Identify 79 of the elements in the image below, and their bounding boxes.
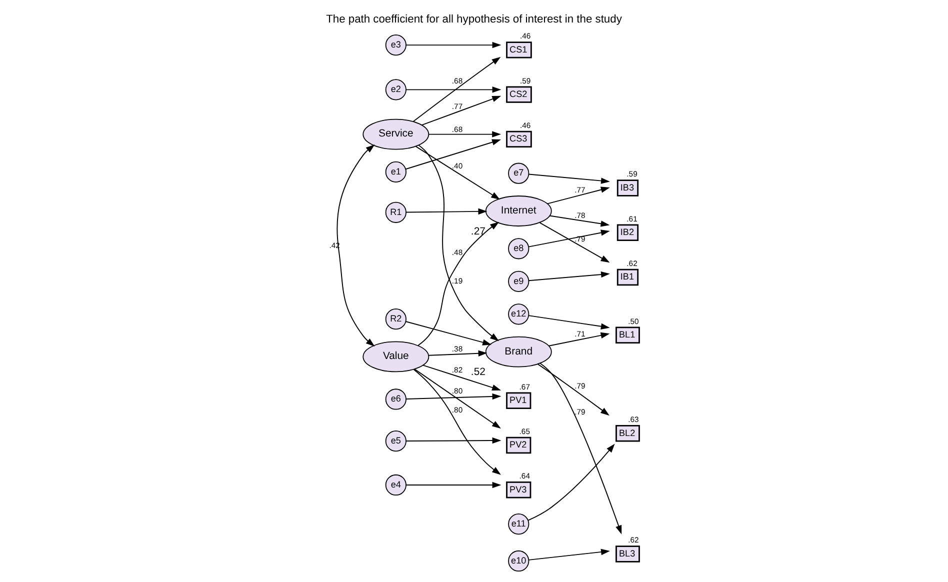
node-circle: e6 xyxy=(385,388,406,410)
arrow xyxy=(406,482,502,488)
arrow xyxy=(418,144,499,342)
edge-label: .79 xyxy=(574,407,586,416)
node-circle: e12 xyxy=(508,304,530,325)
arrow xyxy=(528,444,615,521)
edge-label: .78 xyxy=(574,210,586,220)
arrow xyxy=(406,86,502,93)
arrow xyxy=(415,146,500,200)
node-circle: e4 xyxy=(385,474,406,496)
arrow xyxy=(414,368,501,429)
arrow xyxy=(421,96,502,126)
edge-label: .19 xyxy=(452,276,463,286)
arrow xyxy=(528,230,610,248)
arrow xyxy=(422,364,502,391)
node-label: .50 xyxy=(628,316,639,326)
node-label: .63 xyxy=(628,415,639,424)
diagram-title: The path coefficient for all hypothesis of interest in the study xyxy=(326,14,622,26)
node-circle: e5 xyxy=(385,430,406,452)
arrow xyxy=(406,393,502,400)
arrow xyxy=(537,364,610,416)
edge-label: .77 xyxy=(452,102,463,112)
arrow xyxy=(548,332,610,346)
arrow xyxy=(428,350,488,357)
node-label: .65 xyxy=(519,426,530,436)
arrow xyxy=(540,362,622,534)
arrow xyxy=(528,548,610,560)
arrow xyxy=(336,144,375,347)
node-circle: e8 xyxy=(508,238,530,260)
arrow xyxy=(413,368,501,475)
node-circle: e2 xyxy=(385,79,406,100)
node-label: .46 xyxy=(520,32,531,41)
node-ellipse: Brand xyxy=(485,336,552,368)
node-label: .62 xyxy=(626,258,638,268)
node-circle: e7 xyxy=(508,162,530,184)
node-circle: R2 xyxy=(385,308,406,330)
node-circle: e11 xyxy=(508,513,530,535)
arrow xyxy=(528,174,610,184)
edge-label: .68 xyxy=(452,125,463,134)
arrow xyxy=(406,42,502,48)
node-circle: e1 xyxy=(385,161,406,183)
arrow xyxy=(528,271,610,282)
node-label: .59 xyxy=(520,76,531,86)
arrow xyxy=(547,186,610,204)
node-circle: e9 xyxy=(508,270,530,292)
node-label: .64 xyxy=(519,472,530,481)
node-circle: R1 xyxy=(385,202,406,223)
edge-label: .82 xyxy=(452,366,463,375)
node-label: .46 xyxy=(520,120,531,130)
node-label: .61 xyxy=(626,214,638,224)
arrow xyxy=(406,437,502,444)
node-circle: e10 xyxy=(508,550,530,572)
edge-label: .77 xyxy=(574,186,586,195)
edge-label: .48 xyxy=(452,248,463,257)
edge-label: .80 xyxy=(452,386,463,396)
arrow xyxy=(528,315,610,330)
arrow xyxy=(405,321,492,346)
node-circle: e3 xyxy=(385,34,406,56)
edge-label: .79 xyxy=(574,382,586,391)
edge-label: .40 xyxy=(452,161,463,170)
arrow xyxy=(405,139,501,170)
node-label: .59 xyxy=(626,170,638,179)
node-label: .62 xyxy=(628,536,639,545)
node-label: .27 xyxy=(470,226,486,238)
arrow xyxy=(406,208,488,215)
arrow xyxy=(428,131,502,138)
node-label: .52 xyxy=(470,367,486,378)
node-ellipse: Value xyxy=(362,341,430,372)
node-ellipse: Service xyxy=(362,118,430,150)
node-label: .67 xyxy=(519,382,530,392)
edge-label: .71 xyxy=(574,329,586,338)
edge-label: .80 xyxy=(452,405,463,414)
arrow xyxy=(549,215,610,227)
edge-label: .68 xyxy=(452,76,463,86)
arrow xyxy=(539,222,610,263)
arrow xyxy=(412,56,501,122)
arrow xyxy=(418,222,500,346)
edge-label: .38 xyxy=(452,344,463,354)
node-ellipse: Internet xyxy=(485,196,552,226)
